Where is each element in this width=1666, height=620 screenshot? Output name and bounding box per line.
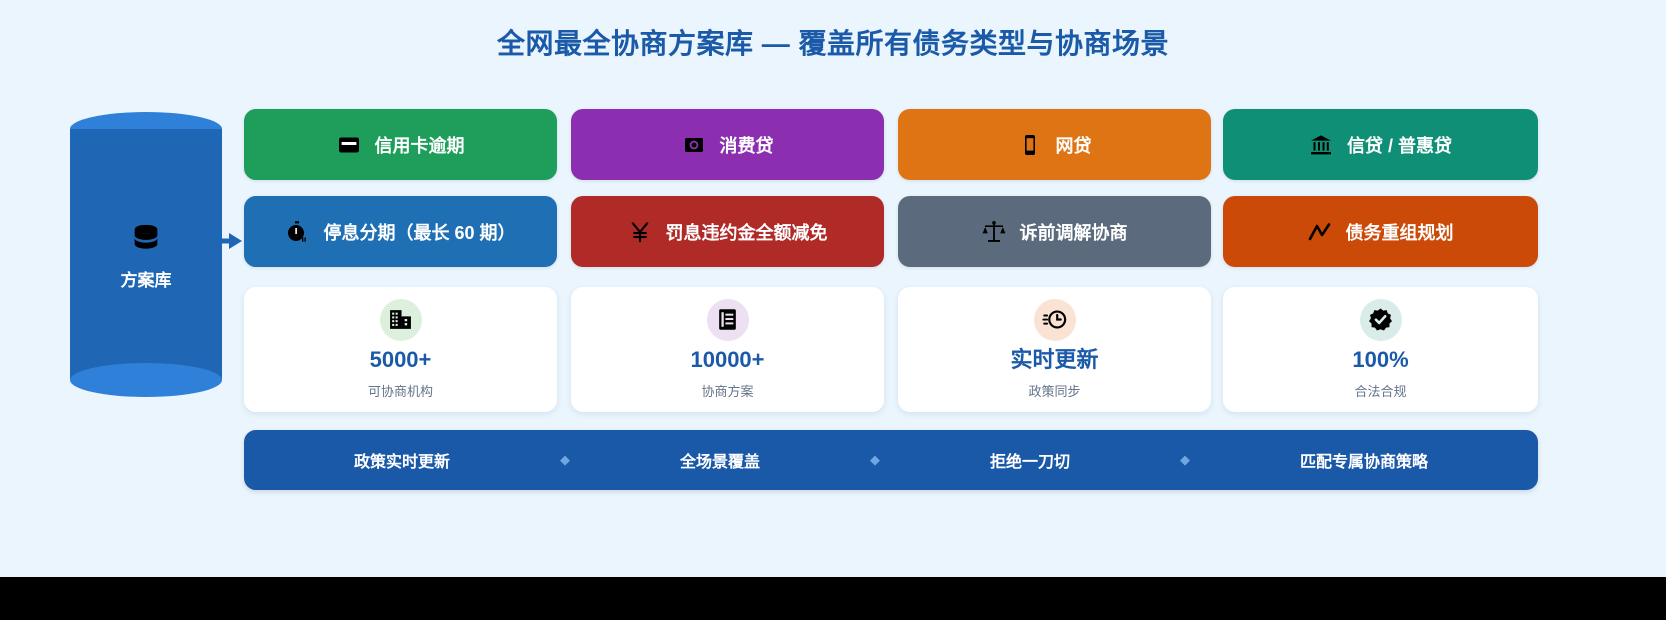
right-arrow-icon: [222, 233, 242, 249]
chip-consumer-loan[interactable]: 消费贷: [571, 109, 884, 180]
document-icon: [719, 309, 736, 331]
chip-debt-restructuring[interactable]: 债务重组规划: [1223, 196, 1538, 267]
stat-card-compliance: 100% 合法合规: [1223, 287, 1538, 412]
stat-label: 可协商机构: [367, 384, 433, 400]
scales-icon: [982, 220, 1005, 242]
banner-separator: ◆: [869, 452, 880, 467]
bottom-letterbox: [0, 577, 1666, 620]
chip-label: 诉前调解协商: [1019, 222, 1128, 243]
stat-value: 5000+: [369, 346, 432, 372]
chip-online-loan[interactable]: 网贷: [898, 109, 1211, 180]
credit-card-icon: [338, 137, 359, 152]
chip-label: 债务重组规划: [1345, 222, 1454, 243]
cylinder-body: [70, 129, 222, 380]
stat-card-institutions: 5000+ 可协商机构: [244, 287, 557, 412]
stat-icon-halo: [379, 298, 422, 341]
chip-label: 信贷 / 普惠贷: [1346, 135, 1452, 156]
fast-clock-icon: [1042, 310, 1067, 329]
page-title: 全网最全协商方案库 — 覆盖所有债务类型与协商场景: [496, 28, 1170, 59]
solution-library-cylinder: 方案库: [70, 112, 222, 397]
pause-timer-icon: [288, 220, 307, 242]
chip-label: 网贷: [1055, 135, 1092, 156]
chip-penalty-waiver[interactable]: 罚息违约金全额减免: [571, 196, 884, 267]
stat-card-realtime-update: 实时更新 政策同步: [898, 287, 1211, 412]
stat-icon-halo: [1033, 298, 1076, 341]
banner-item: 全场景覆盖: [679, 454, 760, 471]
cylinder-content: 方案库: [70, 222, 222, 291]
stat-label: 协商方案: [701, 384, 754, 400]
banner-item: 政策实时更新: [353, 454, 450, 471]
stat-value: 实时更新: [1010, 346, 1099, 372]
stat-value: 100%: [1352, 346, 1409, 372]
trend-line-icon: [1308, 222, 1330, 240]
chip-label: 信用卡逾期: [374, 135, 465, 156]
building-icon: [390, 310, 411, 330]
chip-label: 消费贷: [719, 135, 774, 156]
chip-pre-litigation-mediation[interactable]: 诉前调解协商: [898, 196, 1211, 267]
stat-value: 10000+: [690, 346, 765, 372]
feature-banner: 政策实时更新 ◆ 全场景覆盖 ◆ 拒绝一刀切 ◆ 匹配专属协商策略: [244, 430, 1538, 490]
coin-circle-icon: [684, 137, 703, 152]
banner-item: 拒绝一刀切: [989, 454, 1070, 471]
stat-label: 政策同步: [1028, 384, 1081, 400]
stat-icon-halo: [1359, 298, 1402, 341]
verified-badge-icon: [1369, 308, 1392, 331]
chip-label: 停息分期（最长 60 期）: [323, 222, 516, 243]
cylinder-label: 方案库: [120, 271, 172, 290]
bank-icon: [1310, 134, 1331, 154]
database-icon: [134, 224, 158, 249]
chip-credit-card-overdue[interactable]: 信用卡逾期: [244, 109, 557, 180]
cylinder-bottom-ellipse: [70, 363, 222, 397]
banner-separator: ◆: [1179, 452, 1190, 467]
chip-interest-free-installment[interactable]: 停息分期（最长 60 期）: [244, 196, 557, 267]
stat-label: 合法合规: [1354, 384, 1407, 400]
chip-credit-inclusive-loan[interactable]: 信贷 / 普惠贷: [1223, 109, 1538, 180]
infographic-canvas: 全网最全协商方案库 — 覆盖所有债务类型与协商场景 方案库 信用卡逾期: [0, 0, 1666, 577]
chip-label: 罚息违约金全额减免: [665, 222, 828, 243]
mobile-phone-icon: [1024, 134, 1035, 155]
stat-icon-halo: [706, 298, 749, 341]
banner-item: 匹配专属协商策略: [1299, 454, 1428, 471]
yuan-icon: [631, 221, 648, 242]
stat-card-solutions: 10000+ 协商方案: [571, 287, 884, 412]
banner-separator: ◆: [559, 452, 570, 467]
